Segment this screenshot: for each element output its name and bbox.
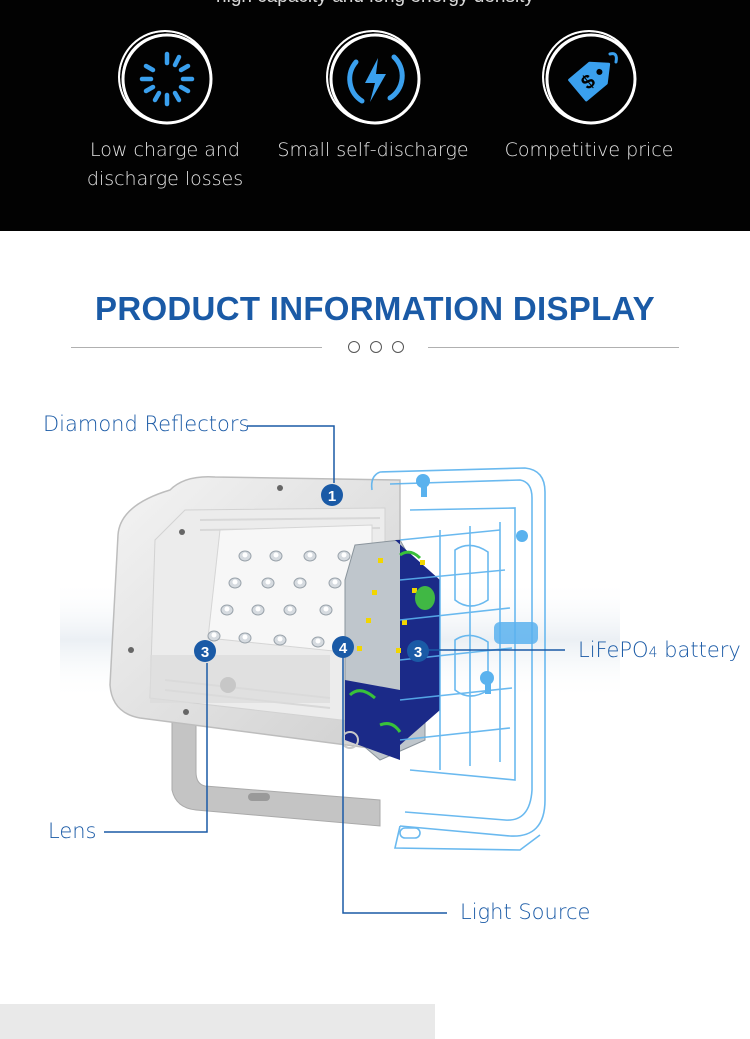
marker-4: 4 (332, 636, 354, 658)
divider-dot (348, 341, 360, 353)
svg-text:1: 1 (328, 488, 336, 505)
battery-pack (341, 539, 440, 761)
marker-1: 1 (321, 484, 343, 506)
title-divider-right (428, 347, 679, 348)
feature-self-discharge-label: Small self-discharge (277, 139, 469, 161)
callout-diamond-reflectors: Diamond Reflectors (43, 412, 250, 436)
feature-price: $ Competitive price (479, 30, 699, 165)
battery-ring-icon (118, 30, 213, 125)
feature-self-discharge: Small self-discharge (263, 30, 483, 165)
divider-dot (370, 341, 382, 353)
section-title: PRODUCT INFORMATION DISPLAY (95, 290, 655, 327)
svg-text:3: 3 (201, 644, 209, 661)
lightning-icon (326, 30, 421, 125)
callout-battery: LiFePO4 battery (578, 638, 741, 662)
features-band: high capacity and long energy density (0, 0, 750, 231)
feature-price-label: Competitive price (504, 139, 674, 161)
cut-off-heading: high capacity and long energy density (0, 0, 750, 8)
svg-text:4: 4 (339, 640, 348, 657)
title-divider-left (71, 347, 322, 348)
product-illustration: 1 3 4 3 (60, 425, 620, 914)
mounting-bracket (171, 699, 381, 827)
divider-dot (392, 341, 404, 353)
callout-leader-lines (104, 425, 565, 914)
feature-low-losses-label: Low charge and discharge losses (86, 139, 244, 190)
marker-3-lens: 3 (194, 640, 216, 662)
feature-low-losses: Low charge and discharge losses (55, 30, 275, 194)
housing-screws (416, 474, 538, 694)
next-section-preview (0, 1004, 435, 1039)
led-chips (207, 550, 351, 648)
callout-light-source: Light Source (460, 900, 591, 924)
price-tag-icon: $ (542, 30, 637, 125)
svg-text:3: 3 (414, 644, 422, 661)
marker-3-battery: 3 (407, 640, 429, 662)
callout-lens: Lens (48, 819, 97, 843)
